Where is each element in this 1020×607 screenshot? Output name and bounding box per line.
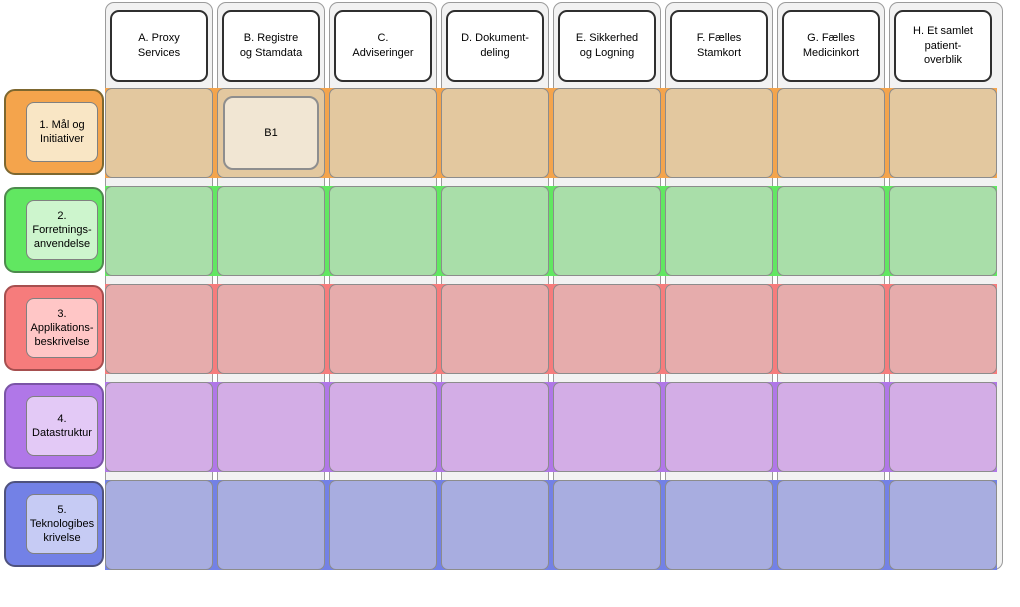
- row-header-label-3: 3. Applikations- beskrivelse: [26, 298, 98, 358]
- column-header-c[interactable]: C. Adviseringer: [334, 10, 432, 82]
- matrix-cell-h1: [889, 88, 997, 178]
- column-header-d[interactable]: D. Dokument- deling: [446, 10, 544, 82]
- matrix-cell-c2: [329, 186, 437, 276]
- matrix-cell-c5: [329, 480, 437, 570]
- matrix-cell-e4: [553, 382, 661, 472]
- matrix-cell-h5: [889, 480, 997, 570]
- column-header-g[interactable]: G. Fælles Medicinkort: [782, 10, 880, 82]
- matrix-cell-c3: [329, 284, 437, 374]
- column-header-a[interactable]: A. Proxy Services: [110, 10, 208, 82]
- matrix-cell-d5: [441, 480, 549, 570]
- matrix-cell-a2: [105, 186, 213, 276]
- row-header-2[interactable]: 2. Forretnings- anvendelse: [4, 187, 104, 273]
- row-header-label-2: 2. Forretnings- anvendelse: [26, 200, 98, 260]
- matrix-cell-a3: [105, 284, 213, 374]
- matrix-cell-e2: [553, 186, 661, 276]
- row-header-3[interactable]: 3. Applikations- beskrivelse: [4, 285, 104, 371]
- matrix-cell-c4: [329, 382, 437, 472]
- column-header-e[interactable]: E. Sikkerhed og Logning: [558, 10, 656, 82]
- row-header-label-1: 1. Mål og Initiativer: [26, 102, 98, 162]
- matrix-cell-f5: [665, 480, 773, 570]
- matrix-cell-h2: [889, 186, 997, 276]
- matrix-cell-e3: [553, 284, 661, 374]
- matrix-cell-d1: [441, 88, 549, 178]
- matrix-cell-g4: [777, 382, 885, 472]
- matrix-cell-g1: [777, 88, 885, 178]
- row-header-1[interactable]: 1. Mål og Initiativer: [4, 89, 104, 175]
- matrix-cell-h3: [889, 284, 997, 374]
- matrix-cell-d4: [441, 382, 549, 472]
- matrix-cell-b5: [217, 480, 325, 570]
- matrix-cell-g5: [777, 480, 885, 570]
- matrix-cell-g3: [777, 284, 885, 374]
- row-header-label-4: 4. Datastruktur: [26, 396, 98, 456]
- row-header-4[interactable]: 4. Datastruktur: [4, 383, 104, 469]
- matrix-cell-b3: [217, 284, 325, 374]
- matrix-cell-a4: [105, 382, 213, 472]
- matrix-cell-f2: [665, 186, 773, 276]
- row-header-label-5: 5. Teknologibes krivelse: [26, 494, 98, 554]
- matrix-cell-f1: [665, 88, 773, 178]
- matrix-cell-f4: [665, 382, 773, 472]
- row-header-5[interactable]: 5. Teknologibes krivelse: [4, 481, 104, 567]
- matrix-cell-h4: [889, 382, 997, 472]
- matrix-cell-b2: [217, 186, 325, 276]
- matrix-cell-a1: [105, 88, 213, 178]
- matrix-cell-e5: [553, 480, 661, 570]
- matrix-cell-b4: [217, 382, 325, 472]
- matrix-cell-d3: [441, 284, 549, 374]
- matrix-cell-d2: [441, 186, 549, 276]
- matrix-cell-g2: [777, 186, 885, 276]
- column-header-f[interactable]: F. Fælles Stamkort: [670, 10, 768, 82]
- matrix-cell-e1: [553, 88, 661, 178]
- matrix-cell-c1: [329, 88, 437, 178]
- column-header-h[interactable]: H. Et samlet patient- overblik: [894, 10, 992, 82]
- column-header-b[interactable]: B. Registre og Stamdata: [222, 10, 320, 82]
- matrix-cell-f3: [665, 284, 773, 374]
- matrix-cell-a5: [105, 480, 213, 570]
- node-b1[interactable]: B1: [223, 96, 319, 170]
